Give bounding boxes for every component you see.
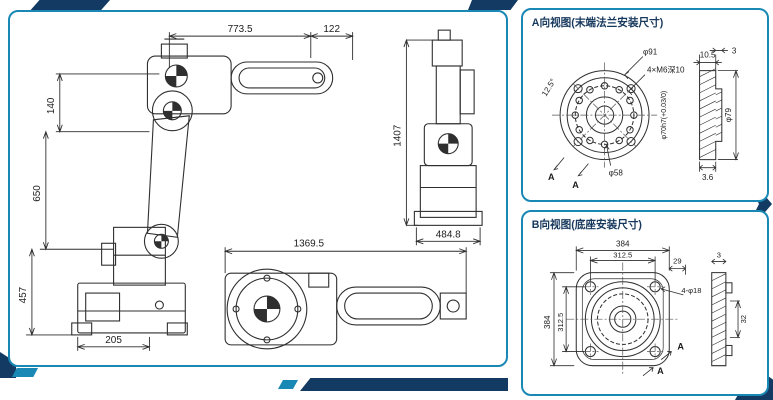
a-view-title: A向视图(末端法兰安装尺寸) [532, 16, 663, 29]
a-view-panel: A向视图(末端法兰安装尺寸) [521, 8, 769, 202]
a-view-drawing: A向视图(末端法兰安装尺寸) [532, 16, 739, 190]
dim-upper: 140 [46, 97, 57, 114]
dim-total-length: 1369.5 [294, 238, 325, 249]
dim-height: 384 [543, 315, 552, 329]
dim-plate-t: 3 [717, 251, 721, 260]
dim-bolt-spacing-y: 312.5 [556, 313, 565, 332]
dim-width: 384 [616, 239, 630, 248]
main-views-drawing: 773.5 122 140 650 457 205 1407 484.8 136… [18, 24, 483, 351]
b-view-title: B向视图(底座安装尺寸) [532, 218, 642, 231]
b-view-panel: B向视图(底座安装尺寸) [521, 210, 769, 396]
dim-wrist-offset: 122 [323, 24, 340, 35]
main-views-panel: 773.5 122 140 650 457 205 1407 484.8 136… [8, 10, 508, 367]
dim-boss: 32 [739, 315, 748, 323]
dim-arm: 650 [32, 185, 43, 202]
robot-top-view [224, 268, 467, 350]
dim-total-height: 1407 [392, 124, 403, 147]
dimension-lines [25, 32, 482, 351]
dim-reach: 773.5 [228, 24, 253, 35]
side-view-joint-markers [154, 64, 188, 249]
robot-side-view [71, 38, 334, 336]
dim-plate: 3.6 [702, 173, 714, 182]
a-view-dim-lines [553, 47, 739, 177]
dim-flange-od: φ79 [724, 107, 733, 122]
robot-front-view [413, 29, 483, 226]
dim-mount-holes: 4-φ18 [681, 286, 701, 295]
dim-bolt-spacing-x: 312.5 [613, 251, 632, 260]
dim-edge: 29 [673, 257, 681, 266]
section-label-a1: A [548, 172, 555, 182]
section-label-b2: A [657, 366, 664, 376]
base-section [711, 272, 733, 367]
deco-top-right-shape [468, 0, 518, 10]
dim-bolt-circle: φ91 [643, 47, 658, 56]
dim-base-depth: 484.8 [436, 229, 461, 240]
section-label-a2: A [572, 180, 579, 190]
top-view-joint-marker [254, 296, 280, 322]
dim-lip: 3 [732, 46, 737, 55]
dim-inner: φ58 [609, 169, 624, 178]
dim-depth: 10.5 [700, 51, 716, 60]
b-view-dim-lines [549, 246, 741, 377]
deco-bottom-bar [300, 378, 508, 391]
dim-tapped-holes: 4×M6深10 [647, 66, 685, 75]
flange-centerlines [552, 62, 658, 168]
deco-top-left-shape [28, 0, 110, 13]
deco-bottom-left-teal [12, 368, 38, 377]
section-label-b1: A [677, 342, 684, 352]
b-view-drawing: B向视图(底座安装尺寸) [532, 218, 748, 377]
flange-section [699, 68, 723, 161]
dim-pilot: φ70h7(+0.03/0) [661, 91, 668, 140]
deco-bottom-bar-teal [278, 380, 298, 389]
dim-base-height: 457 [18, 286, 29, 303]
dim-angle: 12.5° [540, 77, 558, 98]
front-view-joint-marker [438, 133, 459, 154]
dim-base-width: 205 [105, 335, 122, 346]
